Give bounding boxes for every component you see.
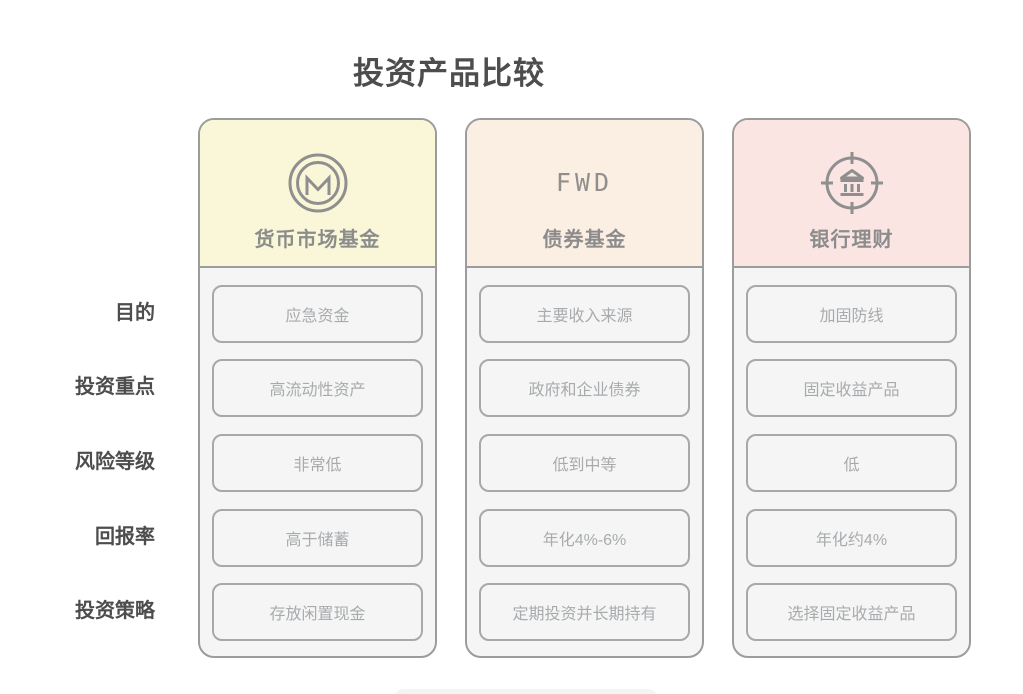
money-market-coin-m-icon [286,151,350,220]
row-label-strategy: 投资策略 [75,600,155,622]
column-money-market-fund: 货币市场基金 应急资金 高流动性资产 非常低 高于储蓄 存放闲置现金 [198,118,437,658]
cell-bank-return: 年化约4% [746,509,957,567]
column-header-money-market: 货币市场基金 [200,120,435,268]
cell-bond-strategy: 定期投资并长期持有 [479,583,690,641]
cell-money-market-risk: 非常低 [212,434,423,492]
row-label-purpose: 目的 [115,302,155,324]
cell-bank-purpose: 加固防线 [746,285,957,343]
column-bank-wealth: 银行理财 加固防线 固定收益产品 低 年化约4% 选择固定收益产品 [732,118,971,658]
cell-bond-focus: 政府和企业债券 [479,359,690,417]
column-header-bond-fund: FWD 债券基金 [467,120,702,268]
column-header-bank: 银行理财 [734,120,969,268]
cell-bond-purpose: 主要收入来源 [479,285,690,343]
page-title: 投资产品比较 [353,56,545,91]
column-title: 货币市场基金 [254,229,381,251]
cell-bank-strategy: 选择固定收益产品 [746,583,957,641]
cell-money-market-focus: 高流动性资产 [212,359,423,417]
column-bond-fund: FWD 债券基金 主要收入来源 政府和企业债券 低到中等 年化4%-6% 定期投… [465,118,704,658]
cell-bond-risk: 低到中等 [479,434,690,492]
column-title: 银行理财 [809,229,894,251]
row-label-return-rate: 回报率 [95,526,155,548]
cell-bond-return: 年化4%-6% [479,509,690,567]
row-label-investment-focus: 投资重点 [75,376,155,398]
row-label-risk-level: 风险等级 [75,451,155,473]
cell-bank-focus: 固定收益产品 [746,359,957,417]
cell-bank-risk: 低 [746,434,957,492]
partially-visible-bottom-box [395,689,657,694]
cell-money-market-strategy: 存放闲置现金 [212,583,423,641]
cell-money-market-return: 高于储蓄 [212,509,423,567]
fwd-logo-text: FWD [555,168,614,197]
cell-money-market-purpose: 应急资金 [212,285,423,343]
bank-target-icon [816,147,888,224]
column-title: 债券基金 [542,229,627,251]
